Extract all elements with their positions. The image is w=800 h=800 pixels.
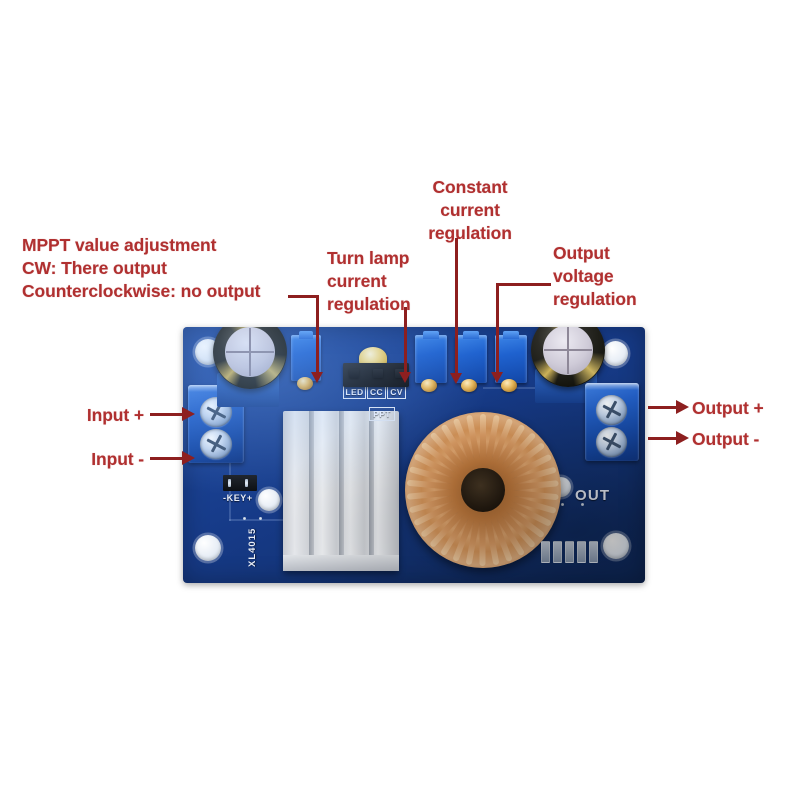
pcb-via	[243, 517, 246, 520]
output-terminal-block[interactable]	[585, 383, 639, 461]
annotation-output-minus: Output -	[692, 429, 760, 449]
annotation-mppt-value-adjustment: MPPT value adjustment CW: There output C…	[22, 235, 261, 302]
lamp-current-trim-potentiometer[interactable]	[415, 331, 447, 383]
leader-line-output-minus	[648, 437, 680, 440]
pot-adjust-notch[interactable]	[503, 331, 519, 339]
cc-silkscreen-box: CC	[367, 385, 386, 399]
capacitor-vent	[542, 327, 594, 376]
key-silkscreen-label: -KEY+	[223, 493, 253, 503]
leader-line-input-plus	[150, 413, 184, 416]
mppt-pot-solder-pad	[297, 377, 313, 390]
mounting-hole-bottom-right	[603, 533, 629, 559]
leader-line-input-minus	[150, 457, 184, 460]
mounting-hole-bottom-left	[195, 535, 221, 561]
edge-pad	[577, 541, 586, 563]
pot-adjust-notch[interactable]	[463, 331, 479, 339]
board-side-silkscreen: XL4015	[247, 527, 258, 567]
output-electrolytic-capacitor	[531, 327, 605, 387]
smd-resistor	[373, 369, 383, 378]
annotation-turn-lamp-current-regulation: Turn lamp current regulation	[327, 248, 411, 315]
leader-line-mppt	[316, 295, 319, 375]
leader-line-turn-lamp	[404, 307, 407, 375]
terminal-lip	[585, 383, 639, 390]
header-pin	[245, 479, 248, 487]
led-silkscreen-box: LED	[343, 385, 366, 399]
edge-pad	[541, 541, 550, 563]
input-electrolytic-capacitor	[213, 327, 287, 389]
leader-line-output-plus	[648, 406, 680, 409]
pot-adjust-notch[interactable]	[423, 331, 439, 339]
leader-line-output-voltage	[497, 283, 551, 286]
arrowhead-constant-current	[450, 373, 462, 384]
inductor-core	[461, 468, 505, 512]
mounting-hole-mid-left	[258, 489, 280, 511]
output-voltage-trim-potentiometer[interactable]	[495, 331, 527, 383]
inductor-winding	[480, 414, 486, 490]
heatsink-fin	[309, 411, 314, 555]
arrowhead-output-voltage	[491, 372, 503, 383]
edge-pad	[565, 541, 574, 563]
heatsink-fin	[339, 411, 344, 555]
cv-silkscreen-box: CV	[387, 385, 406, 399]
lamp-pot-solder-pad	[421, 379, 437, 392]
arrowhead-mppt	[311, 372, 323, 383]
arrowhead-input-minus	[182, 451, 195, 465]
arrowhead-output-plus	[676, 400, 689, 414]
annotation-input-minus: Input -	[91, 449, 144, 469]
edge-pad	[553, 541, 562, 563]
mppt-silkscreen-box: PPT	[369, 407, 395, 421]
leader-line-constant-current	[455, 238, 458, 376]
toroidal-inductor	[405, 412, 561, 568]
cv-pot-solder-pad	[501, 379, 517, 392]
output-minus-screw[interactable]	[596, 427, 627, 457]
output-plus-screw[interactable]	[596, 395, 627, 425]
header-pin	[228, 479, 231, 487]
cc-pot-solder-pad	[461, 379, 477, 392]
heatsink-base	[283, 555, 399, 571]
heatsink-fin	[369, 411, 374, 555]
out-silkscreen-label: OUT	[575, 487, 611, 504]
key-pin-header[interactable]	[223, 475, 257, 491]
leader-line-mppt	[288, 295, 318, 298]
annotation-output-plus: Output +	[692, 398, 764, 418]
arrowhead-turn-lamp	[399, 372, 411, 383]
pcb-via	[259, 517, 262, 520]
mounting-hole-top-right	[603, 341, 628, 366]
leader-line-output-voltage	[496, 283, 499, 375]
terminal-lip	[188, 385, 244, 392]
annotation-output-voltage-regulation: Output voltage regulation	[553, 243, 637, 310]
capacitor-vent	[224, 327, 276, 378]
edge-pad	[589, 541, 598, 563]
aluminium-heatsink	[283, 411, 399, 571]
arrowhead-output-minus	[676, 431, 689, 445]
input-minus-screw[interactable]	[200, 429, 232, 459]
pcb-via	[561, 503, 564, 506]
annotation-constant-current-regulation: Constant current regulation	[428, 177, 512, 244]
annotation-input-plus: Input +	[86, 405, 144, 425]
smd-resistor	[349, 369, 359, 378]
pot-adjust-notch[interactable]	[298, 331, 314, 339]
pcb-via	[581, 503, 584, 506]
pcb-trace	[229, 519, 289, 521]
buck-converter-pcb: -KEY+ XL4015 LED CC CV PPT	[183, 327, 645, 583]
arrowhead-input-plus	[182, 407, 195, 421]
edge-pad-row	[541, 541, 598, 563]
